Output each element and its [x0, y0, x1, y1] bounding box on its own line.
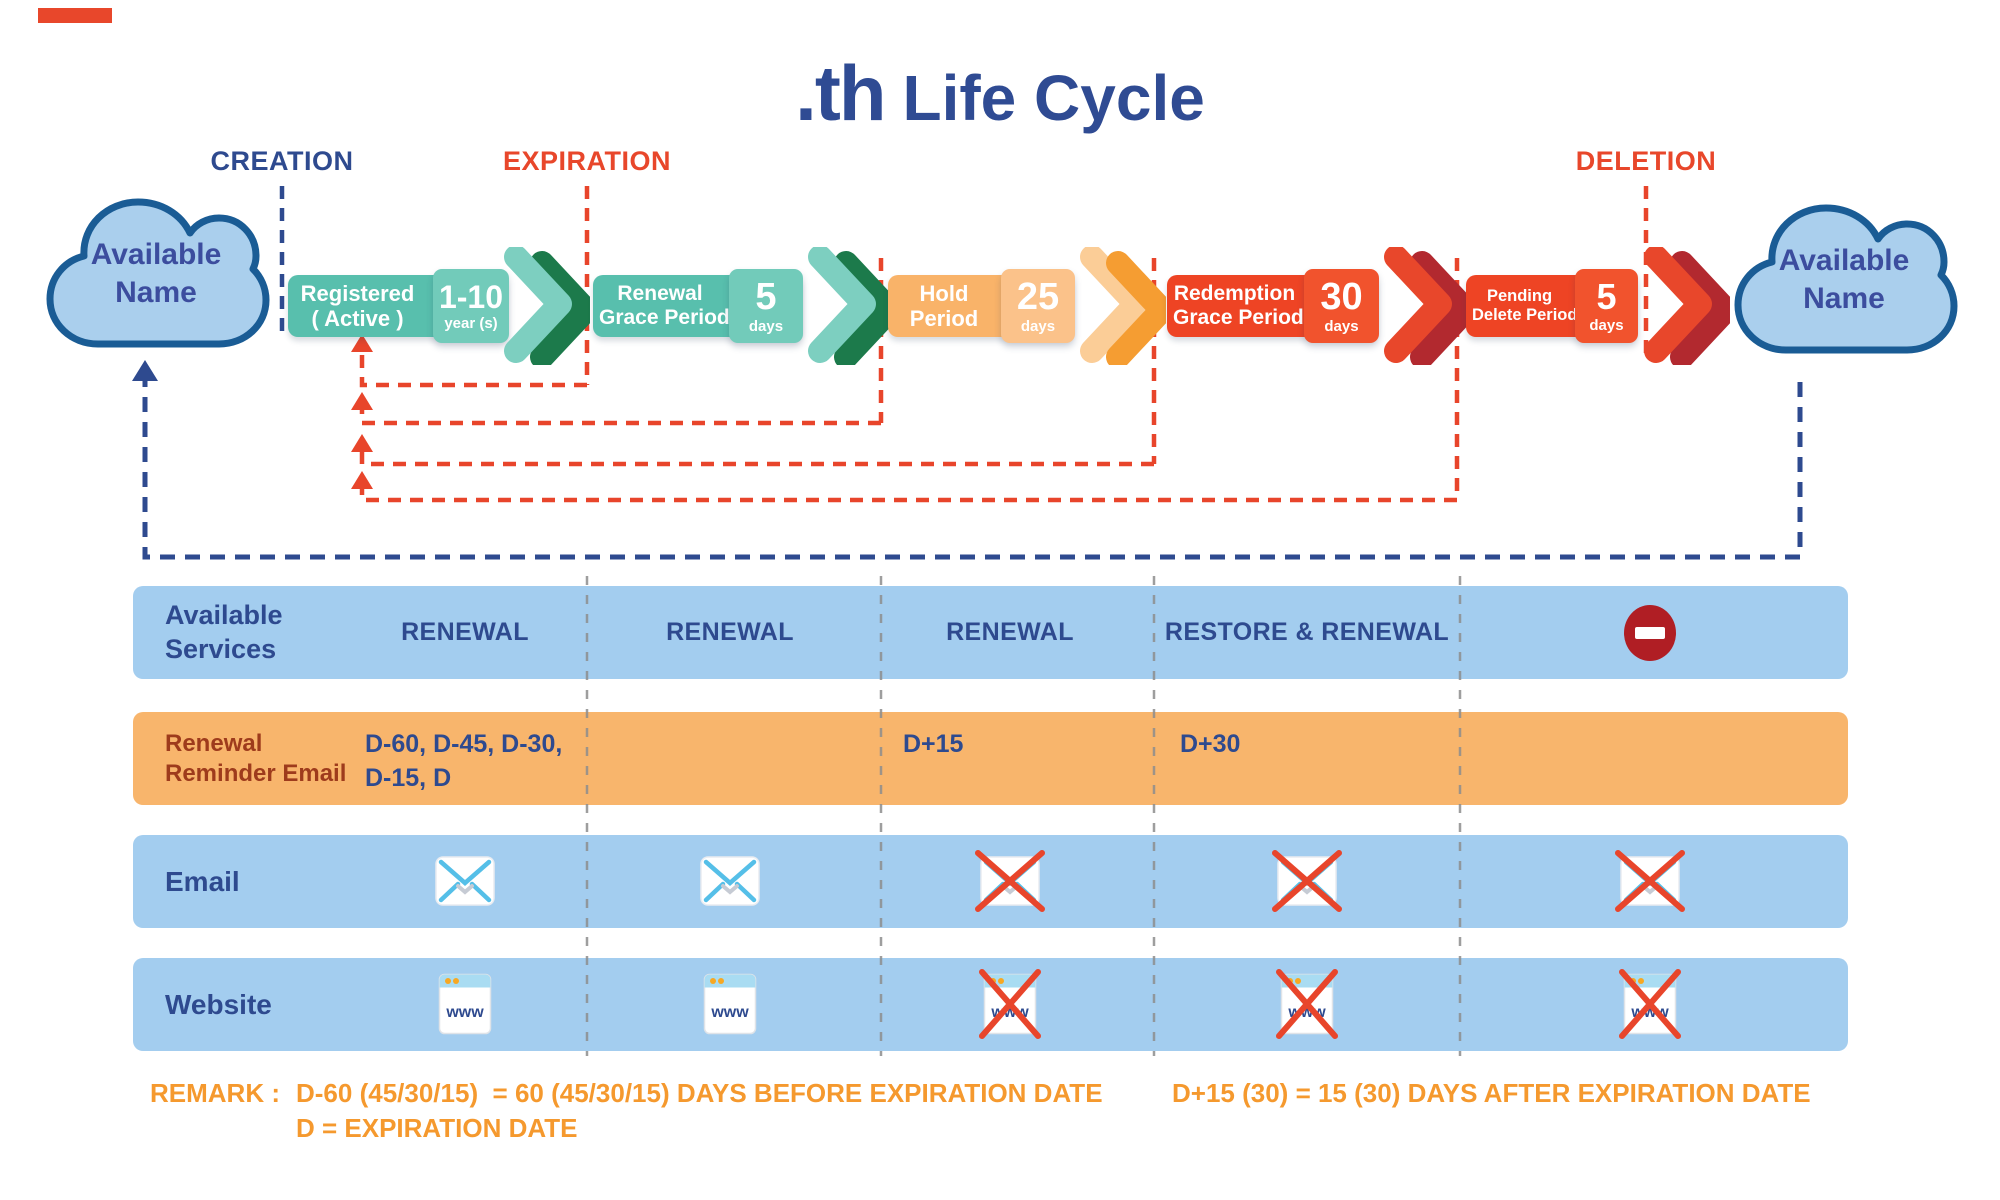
end-cloud-label: Available Name — [1778, 244, 1910, 315]
start-cloud-label: Available Name — [90, 238, 222, 309]
chevron-arrow-icon — [808, 247, 894, 365]
remark-label: REMARK : — [150, 1078, 280, 1108]
row-website: Website www www www www — [133, 958, 1848, 1051]
cloud-shape — [1734, 204, 1958, 354]
reminder-cell: D+30 — [1180, 730, 1241, 758]
envelope-icon — [435, 856, 495, 906]
red-marker — [38, 8, 112, 23]
service-cell: RESTORE & RENEWAL — [1164, 618, 1450, 646]
row-label: Website — [165, 989, 272, 1020]
stage-renewal-grace-duration: 5 days — [729, 269, 803, 343]
red-cross-icon — [1272, 850, 1342, 912]
svg-text:www: www — [710, 1004, 749, 1021]
red-cross-icon — [1276, 969, 1338, 1039]
creation-label: CREATION — [210, 146, 354, 176]
envelope-icon — [700, 856, 760, 906]
row-email: Email — [133, 835, 1848, 928]
red-cross-icon — [975, 850, 1045, 912]
no-entry-icon — [1624, 605, 1676, 661]
title-text: Life Cycle — [902, 62, 1205, 134]
red-cross-icon — [1615, 850, 1685, 912]
service-cell: RENEWAL — [946, 618, 1074, 646]
browser-icon: www — [438, 973, 492, 1035]
remark-line1: D-60 (45/30/15) = 60 (45/30/15) DAYS BEF… — [296, 1078, 1103, 1108]
reminder-cell: D+15 — [903, 730, 964, 758]
th-logo: .th — [795, 49, 886, 137]
chevron-arrow-icon — [1080, 247, 1166, 365]
browser-icon: www — [703, 973, 757, 1035]
deletion-label: DELETION — [1575, 146, 1717, 176]
svg-text:www: www — [445, 1004, 484, 1021]
red-cross-icon — [979, 969, 1041, 1039]
remark-right: D+15 (30) = 15 (30) DAYS AFTER EXPIRATIO… — [1172, 1078, 1811, 1108]
expiration-label: EXPIRATION — [502, 146, 671, 176]
end-cloud: Available Name — [1728, 188, 1960, 376]
row-label: Email — [165, 866, 240, 897]
stage-redemption-duration: 30 days — [1304, 269, 1379, 343]
chevron-arrow-icon — [1644, 247, 1730, 365]
stage-pending-delete-duration: 5 days — [1575, 269, 1638, 343]
remark-line2: D = EXPIRATION DATE — [296, 1113, 578, 1143]
service-cell: RENEWAL — [666, 618, 794, 646]
chevron-arrow-icon — [1384, 247, 1470, 365]
service-cell: RENEWAL — [401, 618, 529, 646]
chevron-arrow-icon — [504, 247, 590, 365]
reminder-cell: D-60, D-45, D-30, D-15, D — [365, 730, 563, 792]
red-cross-icon — [1619, 969, 1681, 1039]
start-cloud: Available Name — [40, 182, 272, 370]
stage-registered-duration: 1-10 year (s) — [433, 269, 509, 343]
stage-hold-duration: 25 days — [1001, 269, 1075, 343]
cloud-shape — [46, 198, 270, 348]
